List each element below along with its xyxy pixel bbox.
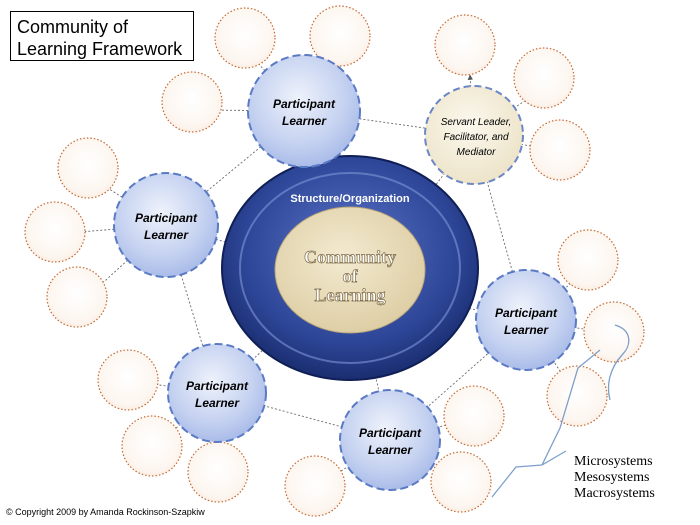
microsystem-circle xyxy=(434,14,496,76)
microsystem-circle xyxy=(214,7,276,69)
connector-arrow xyxy=(363,329,392,441)
participant-circle xyxy=(339,389,441,491)
microsystem-layer xyxy=(24,5,645,517)
participant-circle xyxy=(247,54,361,168)
participant-circle xyxy=(113,172,219,278)
legend-macrosystems: Macrosystems xyxy=(574,486,655,501)
leader-label-3: Mediator xyxy=(457,147,497,158)
microsystem-circle xyxy=(557,229,619,291)
participant-circle xyxy=(475,269,577,371)
leader-circle xyxy=(424,85,524,185)
microsystem-circle xyxy=(284,455,346,517)
participant-label: Learner xyxy=(195,396,240,410)
legend-brace xyxy=(607,324,630,401)
leader-node: Servant Leader, Facilitator, and Mediato… xyxy=(424,85,524,185)
participant-label: Participant xyxy=(135,211,198,225)
system-legend: Microsystems Mesosystems Macrosystems xyxy=(574,454,655,502)
participant-label: Learner xyxy=(282,114,327,128)
microsystem-circle xyxy=(583,301,645,363)
system-bracket xyxy=(491,324,630,498)
core-label-2: of xyxy=(343,266,359,286)
legend-mesosystems: Mesosystems xyxy=(574,470,650,485)
copyright-notice: © Copyright 2009 by Amanda Rockinson-Sza… xyxy=(6,507,205,517)
microsystem-circle xyxy=(529,119,591,181)
title-line-2: Learning Framework xyxy=(17,39,183,59)
community-core xyxy=(274,206,426,334)
participant-label: Participant xyxy=(495,306,558,320)
participant-label: Learner xyxy=(144,228,189,242)
microsystem-circle xyxy=(57,137,119,199)
title-line-1: Community of xyxy=(17,17,129,37)
participant-circle xyxy=(167,343,267,443)
microsystem-circle xyxy=(309,5,371,67)
participant-label: Learner xyxy=(368,443,413,457)
connector-arrow xyxy=(404,134,475,226)
structure-ring-highlight xyxy=(239,172,461,364)
legend-bracket xyxy=(491,349,601,498)
ring-label: Structure/Organization xyxy=(290,193,409,205)
microsystem-circle xyxy=(46,266,108,328)
legend-microsystems: Microsystems xyxy=(574,454,653,469)
leader-label-1: Servant Leader, xyxy=(441,117,512,128)
participant-label: Participant xyxy=(186,379,249,393)
participant-label: Participant xyxy=(273,97,336,111)
microsystem-circle xyxy=(430,451,492,513)
microsystem-circle xyxy=(546,365,608,427)
microsystem-circle xyxy=(121,415,183,477)
core-community: Structure/Organization Community of Lear… xyxy=(221,155,479,381)
diagram-title: Community of Learning Framework xyxy=(10,11,194,61)
microsystem-circle xyxy=(443,385,505,447)
microsystem-circle xyxy=(24,201,86,263)
core-label-3: Learning xyxy=(314,285,385,305)
leader-label-2: Facilitator, and xyxy=(443,132,508,143)
microsystem-circle xyxy=(187,441,249,503)
participant-layer: ParticipantLearnerParticipantLearnerPart… xyxy=(113,54,577,491)
core-label-1: Community xyxy=(304,247,396,267)
microsystem-circle xyxy=(513,47,575,109)
participant-label: Participant xyxy=(359,426,422,440)
microsystem-circle xyxy=(161,71,223,133)
microsystem-circle xyxy=(97,349,159,411)
participant-label: Learner xyxy=(504,323,549,337)
